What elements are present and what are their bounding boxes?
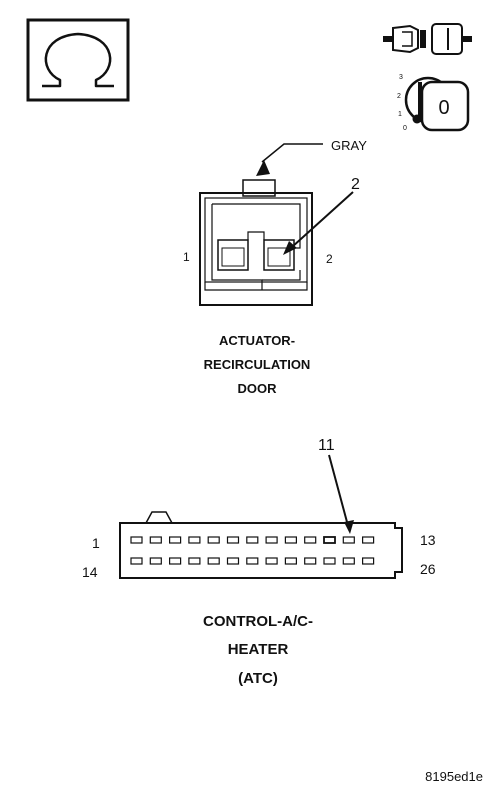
control-pin-cavity-24 (323, 557, 336, 565)
control-title-line-1: CONTROL-A/C- (203, 613, 313, 630)
key-label: 0 (438, 97, 449, 119)
actuator-color-label: GRAY (331, 138, 367, 153)
control-pin-cavity-26 (362, 557, 375, 565)
control-connector: 11 1 13 14 26 (82, 437, 436, 580)
control-pin-cavity-12 (342, 536, 355, 544)
control-title: CONTROL-A/C- HEATER (ATC) (203, 613, 313, 687)
control-pin-cavity-19 (226, 557, 240, 565)
key-position-0: 0 (403, 125, 407, 132)
control-pin-cavity-16 (169, 557, 182, 565)
ohm-symbol-icon (26, 18, 130, 102)
key-position-2: 2 (397, 93, 401, 100)
actuator-connector: GRAY 2 1 2 (183, 138, 367, 306)
control-pin-cavity-1 (130, 536, 143, 544)
ignition-key-icon: 3 2 1 0 0 (397, 74, 470, 132)
control-pin-cavity-20 (246, 557, 259, 565)
actuator-pin-left: 1 (183, 250, 190, 264)
control-pin-cavity-10 (304, 536, 317, 544)
actuator-title: ACTUATOR- RECIRCULATION DOOR (204, 333, 311, 396)
control-pin-cavity-17 (188, 557, 201, 565)
control-title-line-2: HEATER (228, 641, 289, 658)
control-callout: 11 (318, 437, 335, 454)
actuator-title-line-3: DOOR (238, 381, 278, 396)
actuator-title-line-2: RECIRCULATION (204, 357, 311, 372)
control-pin-cavity-2 (149, 536, 162, 544)
actuator-callout: 2 (351, 176, 360, 193)
key-position-1: 1 (398, 111, 402, 118)
control-pin-bottom-right: 26 (420, 561, 436, 577)
key-position-3: 3 (399, 74, 403, 81)
control-pin-cavity-9 (284, 536, 297, 544)
control-pin-cavity-5 (207, 536, 220, 544)
figure-id: 8195ed1e (425, 769, 483, 784)
control-pin-cavity-6 (226, 536, 240, 544)
control-pin-top-left: 1 (92, 535, 100, 551)
control-pin-cavity-23 (304, 557, 317, 565)
control-pin-cavity-25 (342, 557, 355, 565)
control-pin-cavity-13 (362, 536, 375, 544)
control-pin-rows (130, 536, 375, 565)
actuator-pin-right: 2 (326, 252, 333, 266)
control-pin-bottom-left: 14 (82, 564, 98, 580)
control-pin-cavity-4 (188, 536, 201, 544)
control-pin-cavity-15 (149, 557, 162, 565)
control-pin-cavity-14 (130, 557, 143, 565)
actuator-title-line-1: ACTUATOR- (219, 333, 295, 348)
control-pin-cavity-7 (246, 536, 259, 544)
control-pin-cavity-11 (323, 536, 336, 544)
control-pin-cavity-8 (265, 536, 278, 544)
disconnected-connector-icon (383, 23, 472, 55)
control-pin-cavity-21 (265, 557, 278, 565)
control-pin-cavity-22 (284, 557, 297, 565)
control-pin-cavity-18 (207, 557, 220, 565)
control-title-line-3: (ATC) (238, 670, 278, 687)
control-pin-cavity-3 (169, 536, 182, 544)
control-pin-top-right: 13 (420, 532, 436, 548)
